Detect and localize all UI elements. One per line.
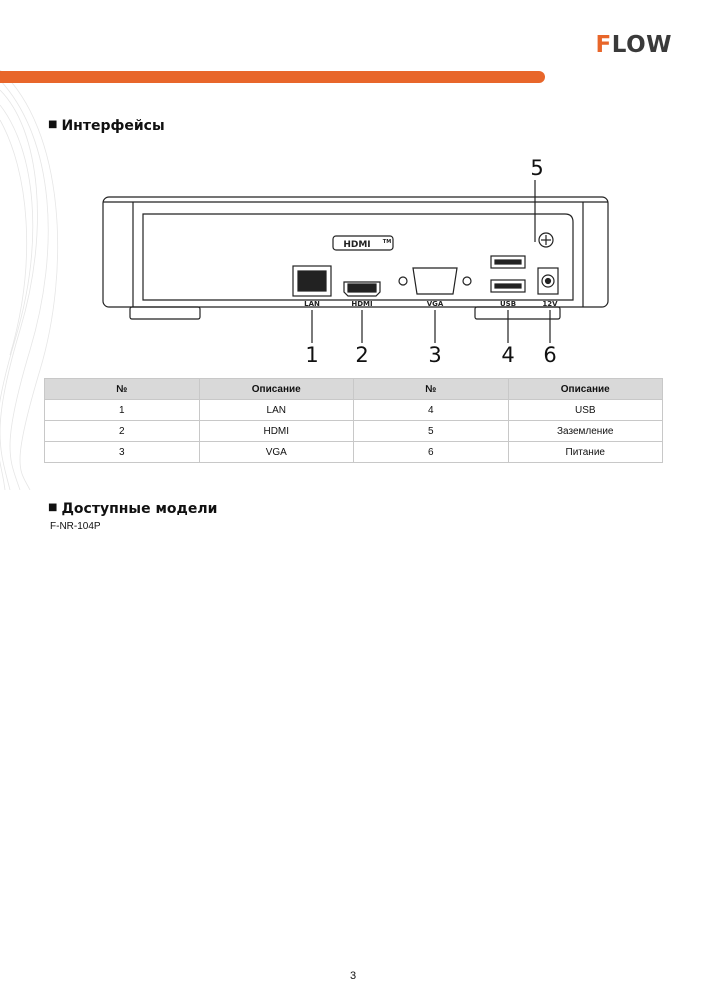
- hdmi-logo-box: [332, 235, 394, 251]
- table-header-row: № Описание № Описание: [44, 378, 663, 400]
- power-jack: [537, 267, 559, 295]
- device-rear-panel-figure: LAN HDMI VGA USB 12V HDMI TM 1 2 3 4 5 6: [102, 156, 609, 365]
- table-cell: 4: [353, 399, 509, 421]
- section-title-interfaces: ■Интерфейсы: [48, 118, 165, 134]
- port-label-vga: VGA: [427, 300, 444, 308]
- callout-1: 1: [305, 343, 318, 365]
- callout-3: 3: [428, 343, 441, 365]
- table-row: 1 LAN 4 USB: [44, 399, 663, 421]
- table-row: 2 HDMI 5 Заземление: [44, 420, 663, 442]
- hdmi-port: [343, 281, 381, 297]
- table-cell: USB: [507, 399, 663, 421]
- table-cell: VGA: [198, 441, 354, 463]
- callout-2: 2: [355, 343, 368, 365]
- table-cell: Заземление: [507, 420, 663, 442]
- port-label-hdmi: HDMI: [351, 300, 372, 308]
- column-header-description: Описание: [507, 378, 663, 400]
- device-body: [102, 196, 609, 308]
- vga-port: [412, 267, 458, 295]
- port-label-lan: LAN: [304, 300, 320, 308]
- ground-screw: [538, 232, 554, 248]
- column-header-description: Описание: [198, 378, 354, 400]
- table-cell: Питание: [507, 441, 663, 463]
- hdmi-logo-text: HDMI: [343, 240, 370, 250]
- decorative-swirl: [0, 70, 59, 490]
- callout-4: 4: [501, 343, 514, 365]
- device-foot-left: [129, 306, 201, 320]
- usb-port-top: [490, 255, 526, 269]
- port-label-12v: 12V: [542, 300, 558, 308]
- vga-screw-right: [462, 276, 472, 286]
- column-header-number: №: [353, 378, 509, 400]
- usb-port-bottom: [490, 279, 526, 293]
- bullet-icon: ■: [48, 502, 58, 513]
- table-cell: 3: [44, 441, 200, 463]
- vga-screw-left: [398, 276, 408, 286]
- table-cell: HDMI: [198, 420, 354, 442]
- device-inner-panel: [142, 213, 574, 301]
- column-header-number: №: [44, 378, 200, 400]
- lan-port: [292, 265, 332, 297]
- logo-letter-f: F: [595, 32, 612, 58]
- device-foot-right: [474, 306, 561, 320]
- page-number: 3: [349, 970, 357, 982]
- header-accent-bar: [0, 71, 545, 83]
- table-cell: 6: [353, 441, 509, 463]
- hdmi-logo-tm: TM: [383, 239, 391, 245]
- port-label-usb: USB: [500, 300, 516, 308]
- interfaces-table: № Описание № Описание 1 LAN 4 USB 2 HDMI…: [44, 378, 663, 463]
- section-title-models: ■Доступные модели: [48, 501, 217, 517]
- table-cell: 5: [353, 420, 509, 442]
- table-cell: 1: [44, 399, 200, 421]
- section-title-text: Доступные модели: [61, 501, 218, 517]
- callout-5: 5: [530, 156, 543, 180]
- table-cell: LAN: [198, 399, 354, 421]
- logo-letters: LOW: [611, 32, 672, 58]
- callout-6: 6: [543, 343, 556, 365]
- bullet-icon: ■: [48, 119, 58, 130]
- table-row: 3 VGA 6 Питание: [44, 441, 663, 463]
- section-title-text: Интерфейсы: [61, 118, 165, 134]
- model-list-item: F-NR-104P: [50, 521, 101, 532]
- table-cell: 2: [44, 420, 200, 442]
